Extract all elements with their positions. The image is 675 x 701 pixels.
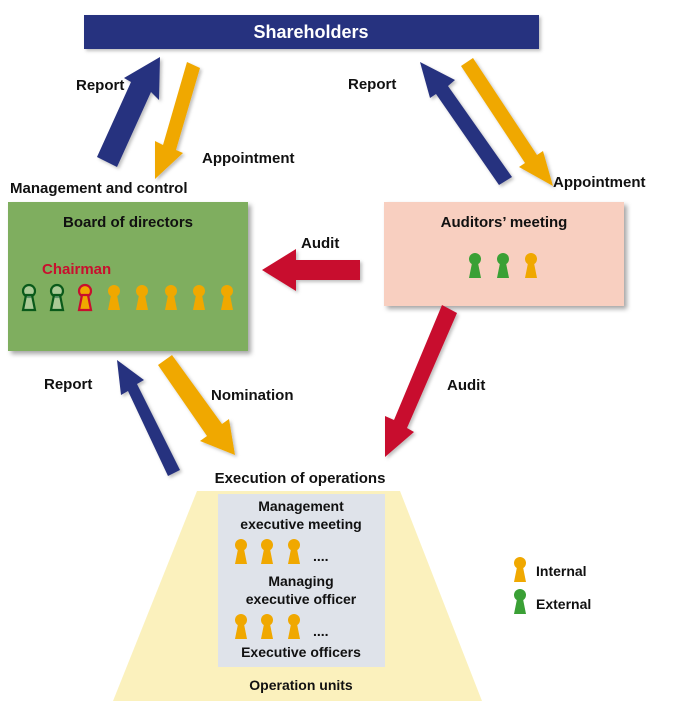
audit-arrow-operations: [385, 305, 457, 457]
board-box: [8, 202, 248, 351]
board-members: [21, 283, 233, 312]
board-title: Board of directors: [63, 214, 193, 231]
appointment-label-right: Appointment: [553, 174, 645, 191]
ellipsis-1: ....: [313, 548, 329, 564]
audit-label-operations: Audit: [447, 377, 485, 394]
nomination-arrow: [158, 355, 235, 455]
appointment-arrow-left: [155, 62, 200, 179]
audit-label-board: Audit: [301, 235, 339, 252]
mgmt-meeting-line1: Management: [258, 498, 344, 514]
operation-units-label: Operation units: [249, 677, 353, 693]
shareholders-title: Shareholders: [253, 22, 368, 42]
appointment-arrow-right: [461, 58, 553, 186]
shareholders-box: [84, 15, 539, 49]
audit-arrow-board: [262, 249, 360, 291]
legend-internal-label: Internal: [536, 563, 587, 579]
external-legend-icon: [514, 589, 526, 614]
legend-external-label: External: [536, 596, 591, 612]
auditors-title: Auditors’ meeting: [441, 214, 568, 231]
external-director-icon: [21, 283, 37, 312]
report-label-left: Report: [76, 77, 124, 94]
managing-line2: executive officer: [246, 591, 357, 607]
appointment-label-left: Appointment: [202, 150, 294, 167]
chairman-label: Chairman: [42, 261, 111, 278]
report-arrow-bottom: [117, 360, 180, 476]
report-arrow-right: [420, 62, 512, 185]
management-control-caption: Management and control: [10, 180, 188, 197]
nomination-label: Nomination: [211, 387, 294, 404]
chairman-icon: [77, 283, 93, 312]
execution-title: Execution of operations: [215, 470, 386, 487]
report-arrow-left: [97, 57, 160, 167]
ellipsis-2: ....: [313, 623, 329, 639]
internal-legend-icon: [514, 557, 526, 582]
managing-line1: Managing: [268, 573, 333, 589]
report-label-bottom: Report: [44, 376, 92, 393]
mgmt-meeting-line2: executive meeting: [240, 516, 361, 532]
executive-officers-label: Executive officers: [241, 644, 361, 660]
external-director-icon: [49, 283, 65, 312]
report-label-right: Report: [348, 76, 396, 93]
legend: Internal External: [514, 557, 591, 614]
